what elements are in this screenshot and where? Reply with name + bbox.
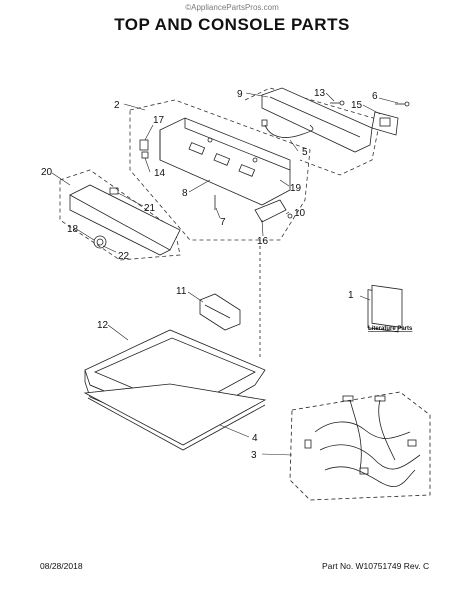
callout-8: 8 <box>182 188 188 199</box>
console-trim <box>261 87 373 153</box>
callout-20: 20 <box>41 167 53 178</box>
callout-13: 13 <box>314 88 326 99</box>
control-panel-front <box>69 184 181 256</box>
callout-9: 9 <box>237 89 243 100</box>
screws <box>330 100 410 107</box>
callout-1: 1 <box>348 290 354 301</box>
callout-12: 12 <box>97 320 109 331</box>
callout-16: 16 <box>257 236 269 247</box>
footer-part-number: Part No. W10751749 Rev. C <box>322 561 430 571</box>
callout-21: 21 <box>144 203 156 214</box>
watermark: ©AppliancePartsPros.com <box>185 3 279 12</box>
callout-numbers: 1 2 3 4 5 6 7 8 9 10 11 12 13 14 15 16 1… <box>41 88 413 461</box>
callout-17: 17 <box>153 115 165 126</box>
page-title: TOP AND CONSOLE PARTS <box>114 15 350 34</box>
callout-6: 6 <box>372 91 378 102</box>
callout-18: 18 <box>67 224 79 235</box>
small-harness <box>261 119 314 138</box>
console-panel <box>159 117 291 206</box>
callout-7: 7 <box>220 217 226 228</box>
callout-2: 2 <box>114 100 120 111</box>
callout-3: 3 <box>251 450 257 461</box>
leader-lines <box>51 92 399 456</box>
callout-15: 15 <box>351 100 363 111</box>
callout-19: 19 <box>290 183 302 194</box>
callout-5: 5 <box>302 147 308 158</box>
callout-14: 14 <box>154 168 166 179</box>
footer-date: 08/28/2018 <box>40 561 83 571</box>
callout-10: 10 <box>294 208 306 219</box>
lid-bracket <box>199 293 241 331</box>
console-group-outline <box>59 87 381 261</box>
literature-label: Literature Parts <box>368 326 413 332</box>
callout-4: 4 <box>252 433 258 444</box>
literature-parts <box>367 284 403 333</box>
bracket <box>371 111 399 136</box>
callout-11: 11 <box>176 286 187 297</box>
callout-22: 22 <box>118 251 130 262</box>
wire-harness <box>289 391 431 501</box>
lid <box>83 383 267 451</box>
